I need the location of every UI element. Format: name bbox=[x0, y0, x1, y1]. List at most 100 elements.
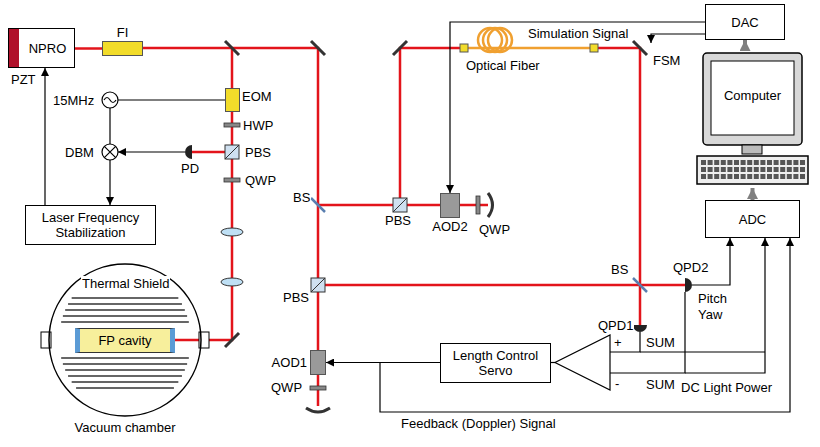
signal-connector bbox=[743, 40, 747, 50]
node-text: AOD1 bbox=[272, 355, 307, 370]
optical-fiber bbox=[460, 44, 468, 52]
part-label: PBS bbox=[282, 290, 310, 305]
key bbox=[701, 174, 706, 179]
mixer-symbol bbox=[102, 144, 118, 160]
laser-beam bbox=[400, 48, 465, 205]
signal-wire bbox=[610, 332, 640, 352]
node-text: Vacuum chamber bbox=[75, 420, 176, 435]
thermal-shield bbox=[61, 321, 189, 323]
key bbox=[767, 167, 772, 172]
optical-fiber bbox=[590, 44, 598, 52]
signal-wire bbox=[110, 34, 765, 373]
part-label: DBM bbox=[64, 145, 95, 160]
edge-label: Simulation Signal bbox=[527, 26, 629, 41]
key bbox=[714, 167, 719, 172]
key bbox=[793, 167, 798, 172]
laser-beam bbox=[318, 284, 640, 287]
node-text: FP cavity bbox=[98, 333, 151, 348]
part-label: QWP bbox=[478, 222, 511, 237]
polarizing-beam-splitter bbox=[393, 198, 407, 212]
lens bbox=[221, 278, 243, 286]
key bbox=[741, 167, 746, 172]
signal-wire bbox=[109, 160, 110, 205]
polarizing-beam-splitter bbox=[311, 278, 325, 292]
mirror bbox=[633, 41, 647, 55]
key bbox=[754, 160, 759, 165]
key bbox=[800, 167, 805, 172]
key bbox=[793, 160, 798, 165]
part-label: QWP bbox=[270, 380, 303, 395]
key bbox=[754, 167, 759, 172]
part-label: Yaw bbox=[697, 307, 723, 322]
thermal-shield bbox=[65, 309, 185, 311]
key bbox=[760, 174, 765, 179]
key bbox=[701, 167, 706, 172]
lens bbox=[221, 228, 243, 236]
part-label: BS bbox=[292, 190, 311, 205]
optical-fiber bbox=[488, 28, 512, 52]
signal-connector bbox=[75, 47, 102, 50]
wave-plate bbox=[310, 386, 326, 390]
key bbox=[727, 167, 732, 172]
part-label: 15MHz bbox=[52, 93, 95, 108]
photodetector bbox=[685, 278, 692, 292]
key bbox=[721, 174, 726, 179]
mirror bbox=[225, 333, 239, 347]
key bbox=[701, 160, 706, 165]
part-label: + bbox=[613, 335, 623, 350]
key bbox=[721, 167, 726, 172]
key bbox=[734, 160, 739, 165]
mirror bbox=[311, 41, 325, 55]
key bbox=[734, 167, 739, 172]
wave-plate bbox=[224, 123, 240, 127]
part-label: HWP bbox=[242, 118, 274, 133]
key bbox=[767, 174, 772, 179]
part-label: PBS bbox=[384, 213, 412, 228]
beam-splitter bbox=[311, 198, 325, 212]
lens bbox=[221, 228, 243, 286]
signal-wire bbox=[118, 99, 225, 100]
key bbox=[800, 160, 805, 165]
polarizing-beam-splitter bbox=[311, 278, 325, 292]
signal-connector bbox=[450, 22, 705, 193]
polarizing-beam-splitter bbox=[393, 198, 407, 212]
key bbox=[760, 167, 765, 172]
mixer-symbol bbox=[104, 146, 115, 157]
key bbox=[727, 160, 732, 165]
photodetector bbox=[185, 145, 192, 159]
beam-splitter bbox=[633, 278, 647, 292]
deflector-box: AOD2 bbox=[440, 193, 460, 218]
part-label: - bbox=[614, 376, 620, 391]
signal-wire bbox=[685, 238, 765, 373]
part-label: BS bbox=[610, 262, 629, 277]
modulator-box: EOM bbox=[225, 88, 240, 112]
converter-box: ADC bbox=[705, 200, 800, 238]
key bbox=[787, 167, 792, 172]
node-text: AOD2 bbox=[432, 219, 467, 234]
part-label: Thermal Shield bbox=[81, 276, 170, 291]
part-label: PZT bbox=[10, 72, 37, 87]
key bbox=[780, 167, 785, 172]
cavity-box: FP cavity bbox=[75, 328, 175, 353]
part-label: DC Light Power bbox=[680, 380, 773, 395]
thermal-shield bbox=[65, 369, 185, 371]
computer-icon: Computer bbox=[695, 50, 810, 188]
part-label: QPD1 bbox=[597, 318, 634, 333]
thermal-shield bbox=[63, 363, 187, 365]
wave-plate bbox=[224, 178, 240, 182]
thermal-shield bbox=[72, 381, 179, 383]
node-text: Laser Frequency Stabilization bbox=[30, 210, 151, 240]
polarizing-beam-splitter bbox=[225, 145, 407, 292]
node-text: DAC bbox=[731, 15, 758, 30]
chamber-outline bbox=[49, 264, 201, 416]
thermal-shield bbox=[68, 303, 182, 305]
oscillator-symbol bbox=[102, 92, 118, 108]
signal-connector bbox=[44, 68, 45, 205]
key bbox=[747, 160, 752, 165]
key bbox=[747, 167, 752, 172]
key bbox=[708, 160, 713, 165]
servo-box: Laser Frequency Stabilization bbox=[25, 205, 156, 245]
key bbox=[793, 174, 798, 179]
part-label: FSM bbox=[652, 53, 681, 68]
